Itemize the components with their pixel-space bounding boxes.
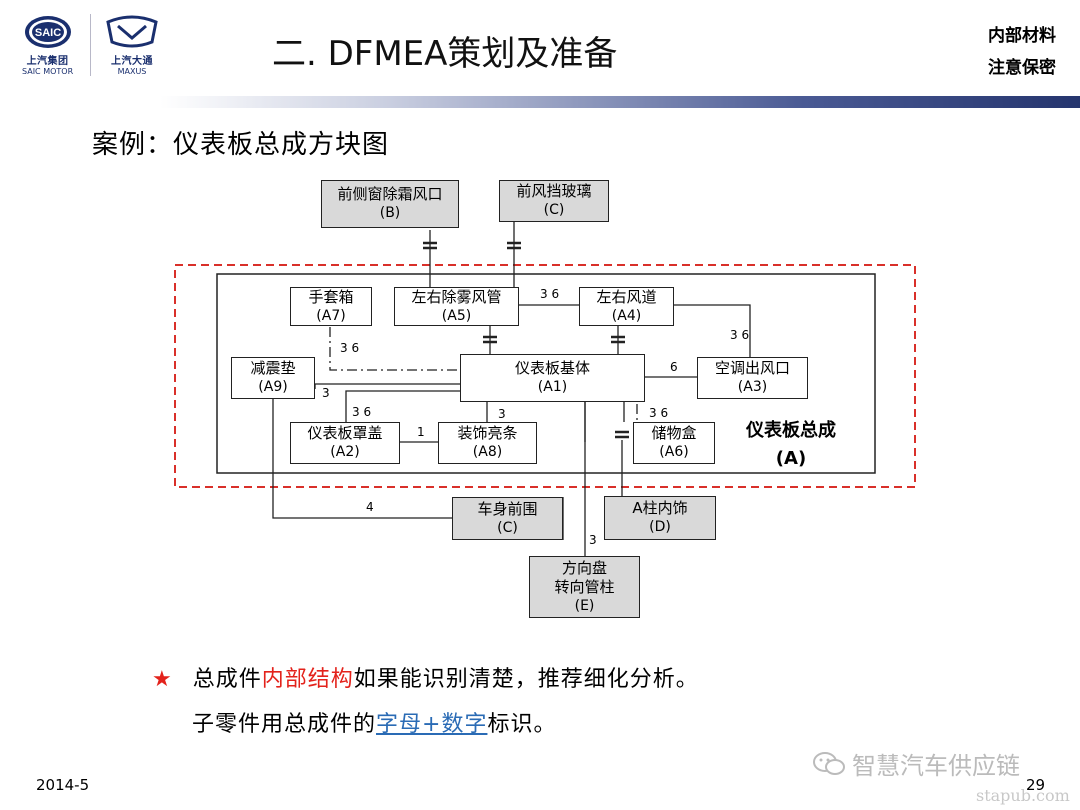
watermark-text: 智慧汽车供应链 (852, 752, 1020, 780)
box-a7-code: (A7) (316, 307, 346, 324)
note-2-a: 子零件用总成件的 (192, 712, 377, 737)
watermark-url: stapub.com (976, 786, 1070, 805)
page-number: 29 (1026, 776, 1046, 794)
note-2-highlight: 字母+数字 (376, 712, 488, 737)
watermark: 智慧汽车供应链 (812, 746, 1020, 781)
box-windshield: 前风挡玻璃 (C) (499, 180, 609, 222)
confidential-line-2: 注意保密 (988, 58, 1056, 78)
box-damping-pad: 减震垫 (A9) (231, 357, 315, 399)
note-line-2: 子零件用总成件的字母+数字标识。 (192, 706, 556, 738)
page-title: 二. DFMEA策划及准备 (272, 34, 618, 74)
box-a6-code: (A6) (659, 444, 689, 460)
box-glovebox: 手套箱 (A7) (290, 287, 372, 326)
maxus-logo: 上汽大通 MAXUS (104, 14, 160, 76)
box-b-name: 前侧窗除霜风口 (337, 185, 443, 203)
box-a5-code: (A5) (441, 307, 472, 324)
link-label-a1-a2: 3 6 (352, 405, 372, 419)
box-a7-name: 手套箱 (308, 287, 354, 306)
box-a3-name: 空调出风口 (714, 359, 790, 377)
box-ip-substrate: 仪表板基体 (A1) (460, 354, 645, 402)
saic-emblem-icon: SAIC (24, 16, 71, 48)
box-a2-name: 仪表板罩盖 (307, 424, 383, 442)
box-a6-name: 储物盒 (651, 424, 697, 442)
box-front-side-defrost-vent: 前侧窗除霜风口 (B) (321, 180, 459, 228)
box-ip-cover: 仪表板罩盖 (A2) (290, 422, 400, 464)
link-label-a9-body: 4 (366, 500, 374, 514)
box-a5-name: 左右除雾风管 (411, 287, 502, 306)
box-d-code: (D) (649, 519, 671, 535)
box-a4-name: 左右风道 (596, 287, 657, 306)
confidential-line-1: 内部材料 (988, 26, 1056, 46)
saic-logo-text: 上汽集团 (26, 56, 69, 67)
box-a-pillar-trim: A柱内饰 (D) (604, 496, 716, 540)
link-label-a5-a4: 3 6 (540, 287, 560, 301)
star-icon: ★ (152, 667, 173, 692)
saic-logo-sub: SAIC MOTOR (22, 67, 74, 76)
box-c-glass-name: 前风挡玻璃 (516, 182, 592, 200)
assembly-frame (216, 273, 876, 474)
link-label-a4-a3: 3 6 (730, 328, 750, 342)
link-label-a2-a8: 1 (417, 425, 425, 439)
box-ac-outlet: 空调出风口 (A3) (697, 357, 808, 399)
box-b-code: (B) (379, 205, 401, 221)
box-c-body-name: 车身前围 (477, 499, 538, 518)
box-trim-strip: 装饰亮条 (A8) (438, 422, 537, 464)
wechat-icon (813, 751, 845, 775)
note-1-b: 如果能识别清楚，推荐细化分析。 (353, 667, 699, 692)
box-steering: 方向盘 转向管柱 (E) (529, 556, 640, 618)
footer-date: 2014-5 (36, 776, 90, 794)
link-label-a1-e: 3 (589, 533, 597, 547)
maxus-emblem-icon (106, 15, 158, 48)
box-d-name: A柱内饰 (632, 499, 688, 517)
note-2-b: 标识。 (487, 712, 557, 737)
link-label-a1-a8: 3 (498, 407, 506, 421)
box-e-name-2: 转向管柱 (554, 577, 615, 596)
box-a1-code: (A1) (537, 379, 568, 395)
box-e-code: (E) (574, 597, 595, 614)
maxus-logo-sub: MAXUS (117, 67, 147, 76)
box-a1-name: 仪表板基体 (514, 359, 590, 377)
link-label-a7-a1: 3 6 (340, 341, 360, 355)
confidential-label: 内部材料 注意保密 (988, 20, 1056, 84)
saic-logo: SAIC 上汽集团 SAIC MOTOR (22, 14, 73, 76)
box-e-name-1: 方向盘 (561, 558, 607, 577)
box-a3-code: (A3) (737, 379, 768, 395)
box-air-duct: 左右风道 (A4) (579, 287, 674, 326)
box-a9-code: (A9) (258, 379, 288, 395)
link-label-a9-a1: 3 (322, 386, 330, 400)
box-a2-code: (A2) (330, 444, 360, 460)
link-label-a1-a6: 3 6 (649, 406, 669, 420)
box-a4-code: (A4) (611, 307, 642, 324)
box-c-body-code: (C) (497, 519, 518, 536)
assembly-boundary (174, 264, 916, 488)
assembly-label: 仪表板总成 (A) (746, 417, 836, 473)
box-body-front-panel: 车身前围 (C) (452, 497, 563, 540)
assembly-code: (A) (775, 448, 807, 469)
note-1-highlight: 内部结构 (261, 667, 354, 692)
box-c-glass-code: (C) (543, 202, 565, 218)
slide-subtitle: 案例：仪表板总成方块图 (92, 130, 390, 160)
note-line-1: ★ 总成件内部结构如果能识别清楚，推荐细化分析。 (152, 661, 699, 693)
link-label-a1-a3: 6 (670, 360, 678, 374)
assembly-name: 仪表板总成 (746, 420, 836, 441)
note-1-a: 总成件 (192, 667, 262, 692)
logo-divider (90, 14, 91, 76)
box-a9-name: 减震垫 (250, 359, 296, 377)
maxus-logo-text: 上汽大通 (111, 56, 153, 67)
box-a8-name: 装饰亮条 (457, 424, 518, 442)
box-storage-box: 储物盒 (A6) (633, 422, 715, 464)
header-gradient-bar (160, 96, 1080, 108)
box-demist-duct: 左右除雾风管 (A5) (394, 287, 519, 326)
saic-badge-text: SAIC (34, 27, 60, 39)
box-a8-code: (A8) (472, 444, 503, 460)
